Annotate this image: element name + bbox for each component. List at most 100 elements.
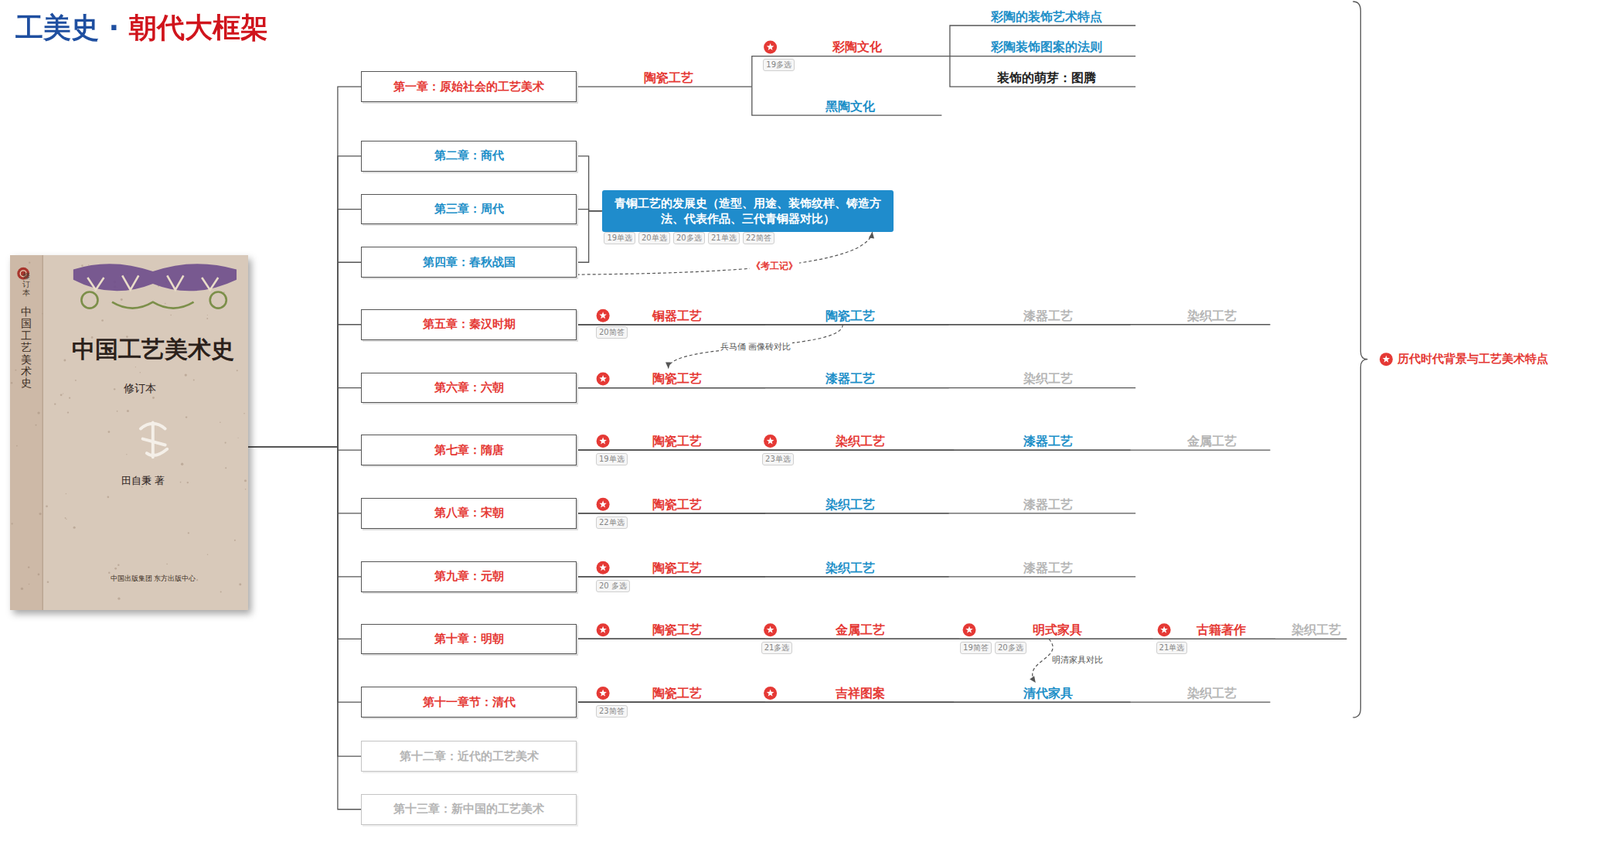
topic-node: 漆器工艺 (949, 493, 1137, 514)
chapter-box: 第十一章节：清代 (360, 686, 577, 718)
exam-tag: 19单选 (595, 452, 628, 466)
star-badge (596, 434, 610, 448)
star-badge (763, 622, 777, 637)
exam-tag: 21多选 (761, 641, 794, 654)
chapter-box: 第十二章：近代的工艺美术 (360, 740, 577, 772)
paper-speck (108, 430, 111, 433)
paper-speck (196, 578, 198, 581)
paper-speck (88, 264, 89, 266)
tree-connector (949, 25, 1136, 57)
node-label: 染织工艺 (825, 560, 875, 576)
paper-speck (16, 445, 18, 447)
paper-speck (234, 539, 236, 542)
topic-node: 染织工艺 (765, 557, 950, 577)
cover-ground (10, 255, 249, 610)
node-label: 漆器工艺 (1023, 308, 1073, 324)
ornament-swirl (81, 292, 99, 309)
topic-node: 陶瓷工艺 (588, 67, 753, 87)
topic-node: 彩陶的装饰艺术特点 (949, 6, 1136, 26)
node-label: 铜器工艺 (652, 308, 702, 324)
tree-connector (248, 446, 362, 577)
chapter-box: 第二章：商代 (360, 140, 577, 172)
topic-node: 陶瓷工艺 (588, 557, 766, 577)
chapter-box: 第五章：秦汉时期 (360, 309, 577, 341)
tree-connector (576, 211, 603, 263)
connector (752, 56, 950, 88)
topic-node: 金属工艺 (1130, 430, 1271, 450)
paper-speck (180, 462, 184, 466)
cover-text: 中国出版集团 东方出版中心 (110, 573, 197, 584)
exam-tag: 21单选 (708, 231, 740, 245)
connector (248, 446, 362, 810)
paper-speck (65, 493, 67, 494)
diagram-title: 工美史 · 朝代大框架 (15, 9, 269, 48)
star-badge (763, 40, 777, 55)
paper-speck (207, 314, 208, 316)
exam-tag: 23简答 (595, 704, 628, 718)
paper-speck (113, 388, 116, 390)
paper-speck (164, 302, 167, 305)
node-label: 第六章：六朝 (434, 380, 504, 395)
paper-speck (170, 314, 173, 317)
tree-connector (248, 388, 362, 448)
tree-connector (576, 449, 1271, 450)
paper-speck (135, 366, 137, 368)
node-label: 漆器工艺 (1023, 560, 1073, 576)
arrow-head (665, 361, 671, 368)
topic-node: 漆器工艺 (953, 430, 1131, 450)
tree-connector (248, 209, 362, 448)
paper-speck (64, 358, 67, 361)
star-glyph (766, 437, 775, 445)
node-label: 古籍著作 (1196, 622, 1246, 637)
connector (248, 446, 362, 702)
connector (576, 701, 1271, 703)
connector-label: 《考工记》 (749, 260, 800, 272)
paper-speck (114, 567, 117, 570)
chapter-box: 第三章：周代 (360, 194, 577, 225)
tree-connector (248, 262, 362, 447)
topic-node: 染织工艺 (765, 430, 954, 450)
paper-speck (47, 581, 50, 584)
topic-node: 吉祥图案 (765, 682, 954, 702)
star-glyph (1160, 626, 1168, 634)
chapter-box: 第九章：元朝 (360, 561, 577, 593)
paper-speck (120, 298, 123, 301)
paper-speck (125, 453, 127, 455)
topic-node: 漆器工艺 (949, 557, 1137, 577)
paper-speck (68, 397, 71, 399)
star-glyph (766, 626, 775, 634)
paper-speck (20, 587, 24, 590)
connector (576, 575, 1136, 577)
paper-speck (141, 486, 143, 488)
star-glyph (599, 311, 607, 319)
node-label: 吉祥图案 (835, 685, 886, 701)
node-label: 中国工艺美术史 (71, 333, 235, 366)
node-label: 陶瓷工艺 (652, 622, 702, 637)
exam-tag: 21单选 (1156, 641, 1189, 654)
paper-speck (27, 565, 30, 568)
exam-tag: 19简答 (960, 641, 992, 654)
star-glyph (599, 500, 607, 508)
tree-connector (752, 56, 950, 88)
paper-speck (62, 393, 64, 395)
paper-speck (238, 437, 239, 439)
chapter-box: 第八章：宋朝 (360, 497, 577, 529)
paper-speck (28, 583, 31, 586)
node-label: 第一章：原始社会的工艺美术 (393, 79, 545, 95)
topic-node: 陶瓷工艺 (588, 682, 766, 702)
topic-node: 染织工艺 (1130, 305, 1271, 325)
connector (949, 55, 1136, 57)
star-badge (763, 434, 777, 448)
node-label: 装饰的萌芽：图腾 (997, 70, 1097, 86)
node-label: 青铜工艺的发展史（造型、用途、装饰纹样、铸造方法、代表作品、三代青铜器对比） (609, 195, 887, 228)
spine-edge (42, 255, 44, 610)
paper-speck (60, 393, 63, 396)
ornament-swirl (210, 292, 227, 309)
node-label: 第五章：秦汉时期 (422, 316, 516, 332)
connector (576, 512, 1136, 514)
tree-connector (576, 86, 753, 88)
paper-speck (11, 522, 14, 525)
exam-tag: 22单选 (595, 516, 628, 529)
paper-speck (101, 319, 104, 322)
tree-connector (248, 446, 362, 702)
